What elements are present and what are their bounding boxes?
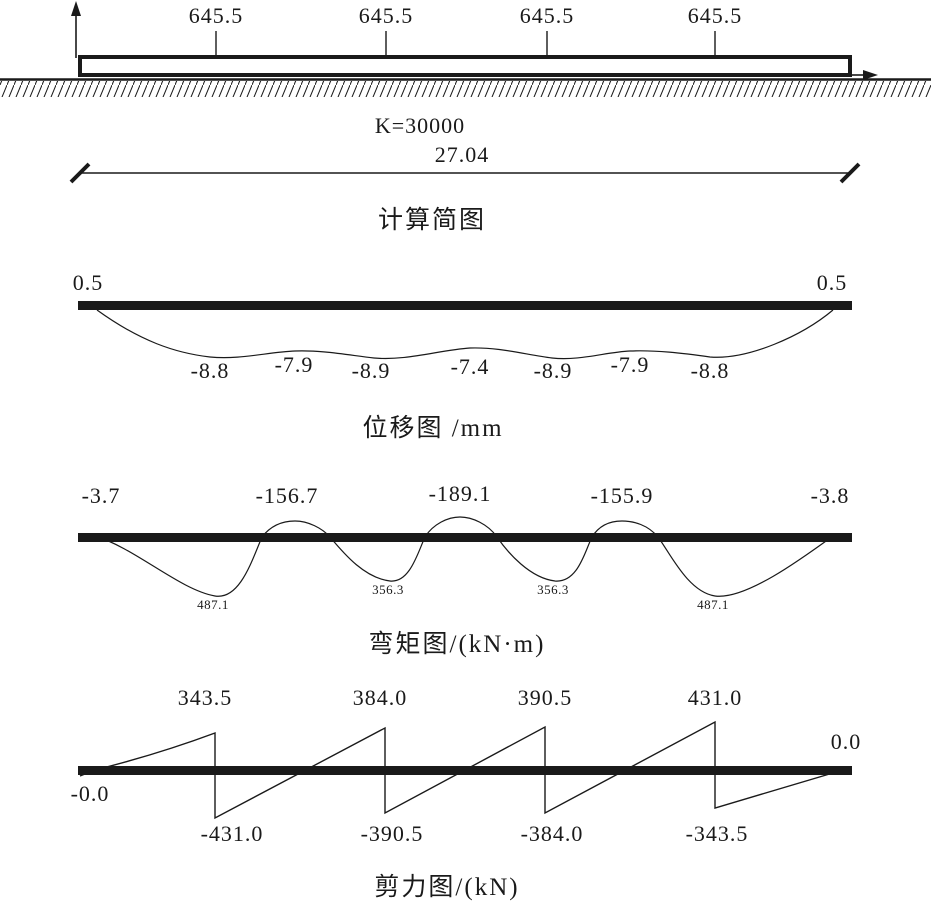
shear-bottom-value: -390.5 [361, 821, 424, 846]
shear-right-end-value: 0.0 [831, 729, 862, 754]
displacement-title: 位移图 /mm [362, 414, 503, 442]
shear-top-value: 343.5 [178, 685, 233, 710]
disp-value: -8.8 [691, 358, 730, 383]
y-axis-arrow-icon [71, 1, 81, 58]
moment-top-value: -155.9 [591, 483, 654, 508]
beam-bar [78, 766, 852, 775]
load-label: 645.5 [688, 3, 743, 28]
beam-bar [78, 301, 852, 310]
foundation-stiffness-label: K=30000 [375, 113, 465, 138]
moment-diagram: -3.7 -156.7 -189.1 -155.9 -3.8 487.1 356… [78, 481, 852, 658]
disp-value: -7.9 [611, 352, 650, 377]
load-label: 645.5 [359, 3, 414, 28]
disp-value: -7.9 [275, 352, 314, 377]
shear-left-end-value: -0.0 [71, 781, 110, 806]
displacement-curve [96, 309, 834, 360]
load-label: 645.5 [189, 3, 244, 28]
load-label: 645.5 [520, 3, 575, 28]
disp-right-end-value: 0.5 [817, 270, 848, 295]
dimension-line [69, 162, 861, 184]
moment-top-value: -3.8 [811, 483, 850, 508]
disp-value: -8.9 [534, 358, 573, 383]
moment-bottom-value: 487.1 [197, 597, 229, 612]
shear-bottom-value: -384.0 [521, 821, 584, 846]
ground-hatch [0, 81, 931, 97]
moment-top-value: -3.7 [82, 483, 121, 508]
disp-value: -8.8 [191, 358, 230, 383]
moment-bottom-value: 356.3 [372, 582, 404, 597]
schematic-title: 计算简图 [378, 206, 486, 234]
shear-top-value: 390.5 [518, 685, 573, 710]
shear-bottom-value: -431.0 [201, 821, 264, 846]
beam-bar [78, 533, 852, 542]
shear-curve [79, 720, 844, 820]
moment-title: 弯矩图/(kN·m) [369, 630, 546, 658]
shear-diagram: 343.5 384.0 390.5 431.0 0.0 -0.0 -431.0 … [71, 685, 862, 901]
span-dimension-label: 27.04 [435, 142, 490, 167]
disp-value: -7.4 [451, 354, 490, 379]
moment-bottom-value: 356.3 [537, 582, 569, 597]
shear-top-value: 431.0 [688, 685, 743, 710]
shear-top-value: 384.0 [353, 685, 408, 710]
x-axis-arrow-icon [850, 70, 878, 80]
moment-curve [94, 516, 834, 597]
disp-left-end-value: 0.5 [73, 270, 104, 295]
disp-value: -8.9 [352, 358, 391, 383]
shear-bottom-value: -343.5 [686, 821, 749, 846]
moment-top-value: -189.1 [429, 481, 492, 506]
shear-title: 剪力图/(kN) [374, 873, 519, 901]
moment-top-value: -156.7 [256, 483, 319, 508]
load-ticks [215, 31, 716, 56]
displacement-diagram: 0.5 0.5 -8.8 -7.9 -8.9 -7.4 -8.9 -7.9 -8… [73, 270, 852, 442]
beam-outline [78, 55, 852, 77]
calc-schematic: 645.5 645.5 645.5 645.5 K=30000 [0, 1, 931, 234]
moment-bottom-value: 487.1 [697, 597, 729, 612]
